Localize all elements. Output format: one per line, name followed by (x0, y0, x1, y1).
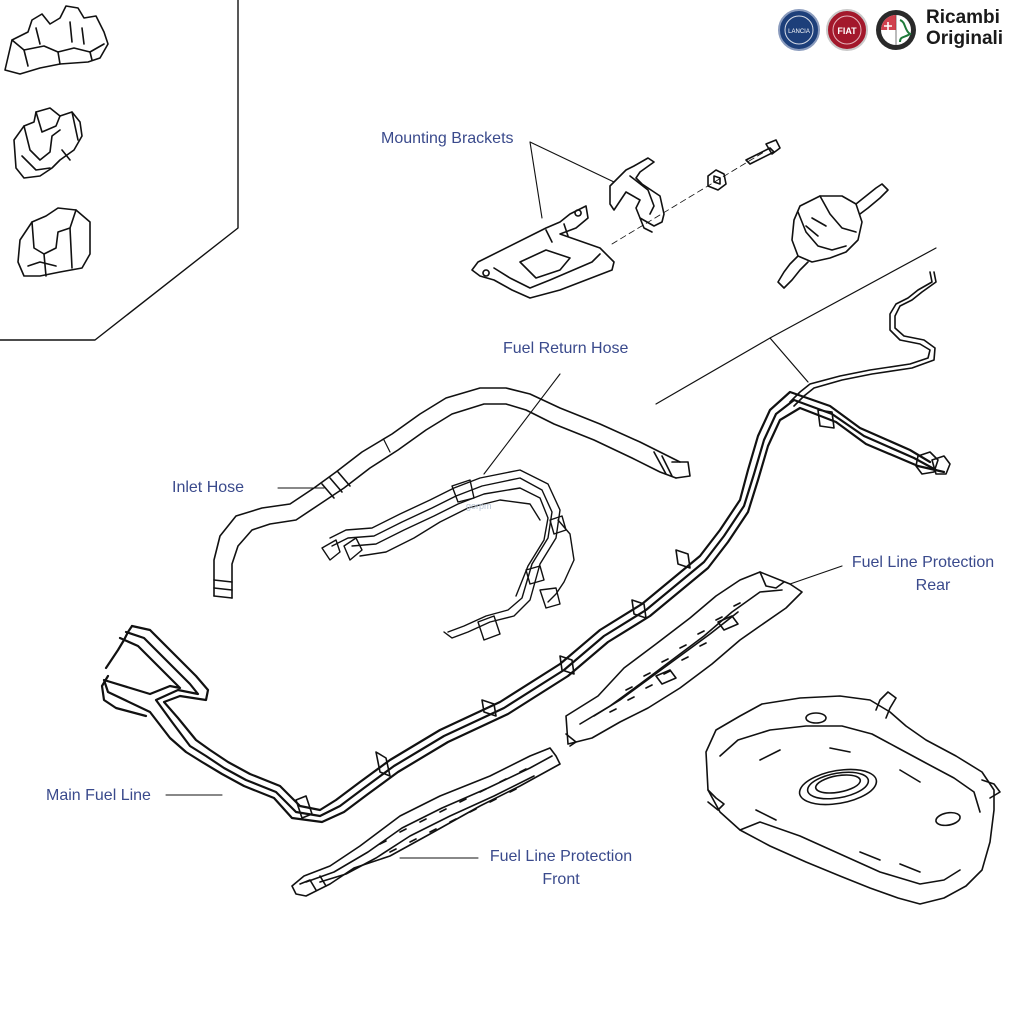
label-fuel-line-protection-rear-line-1: Fuel Line Protection (851, 554, 995, 571)
lancia-logo: LANCIA (778, 9, 820, 51)
fuel-tank (705, 691, 1001, 905)
vapour-pipe (789, 271, 937, 407)
bracket-upper (609, 157, 665, 233)
inset-frame (0, 0, 239, 341)
brand-line-2: Originali (926, 28, 1004, 49)
alfa-romeo-logo (876, 10, 916, 50)
inset-clip-3 (17, 207, 91, 277)
leader-lines (165, 141, 843, 859)
inset-clip-2 (13, 107, 83, 179)
label-fuel-return-hose: Fuel Return Hose (503, 340, 629, 357)
fuel-filter (777, 183, 889, 289)
label-main-fuel-line: Main Fuel Line (46, 787, 151, 804)
bracket-lower (471, 205, 615, 299)
fuel-line-protection-rear (565, 571, 803, 747)
bolt-axis (611, 151, 765, 245)
inlet-hose (213, 387, 691, 599)
fuel-line-protection-front (291, 747, 561, 897)
fuel-return-hose (321, 469, 575, 641)
label-fuel-line-protection-front-line-2: Front (542, 871, 580, 888)
guide-lines (655, 247, 937, 405)
brand-line-1: Ricambi (926, 7, 1000, 28)
label-fuel-line-protection-rear-line-2: Rear (915, 577, 951, 594)
label-fuel-line-protection-rear: Fuel Line Protection Rear (846, 551, 1000, 597)
label-inlet-hose: Inlet Hose (172, 479, 245, 496)
bracket-bolt (745, 139, 781, 165)
inset-clip-1 (4, 5, 109, 75)
main-line-end-fittings (915, 451, 951, 475)
label-fuel-line-protection-front-line-1: Fuel Line Protection (489, 848, 633, 865)
main-fuel-line (100, 390, 946, 824)
main-line-clips (295, 409, 835, 819)
lancia-logo-text: LANCIA (788, 29, 810, 35)
label-fuel-line-protection-front: Fuel Line Protection Front (484, 845, 638, 891)
fiat-logo-text: FIAT (837, 26, 857, 36)
watermark: gorpm (466, 501, 492, 511)
label-mounting-brackets: Mounting Brackets (381, 130, 514, 147)
fiat-logo: FIAT (826, 9, 868, 51)
